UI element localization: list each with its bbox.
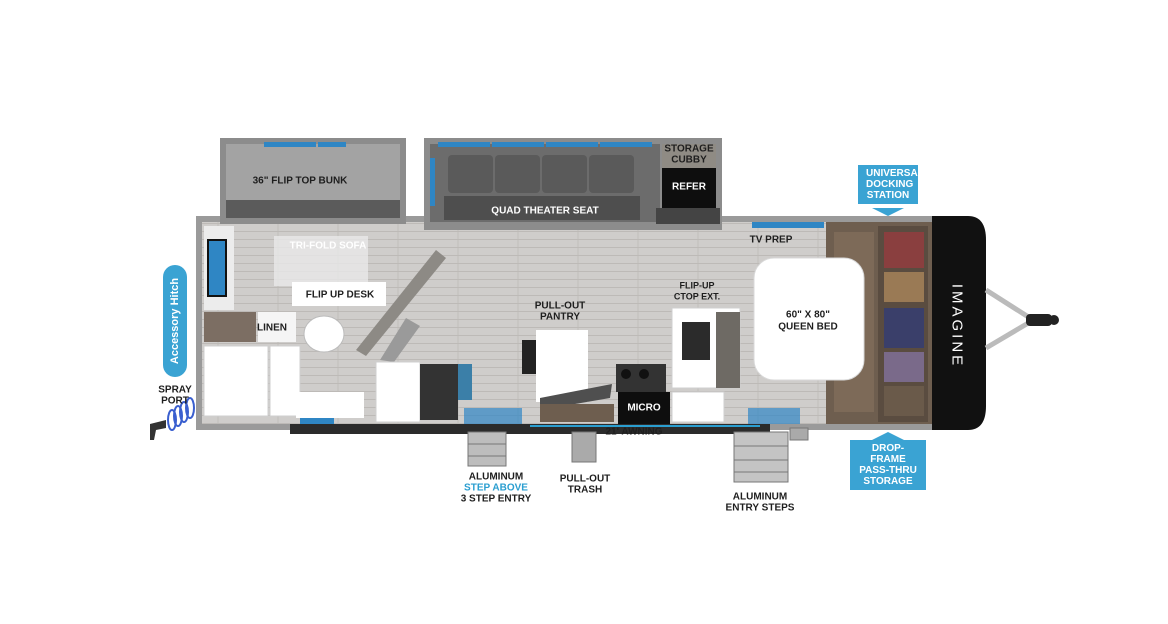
accessory-hitch-badge: Accessory Hitch <box>163 265 187 377</box>
pantry <box>536 330 588 402</box>
step-entry-label-3: 3 Step Entry <box>460 493 532 505</box>
pull-out-trash-label-1: Pull-Out <box>559 473 611 485</box>
queen-bed-label-1: 60" x 80" <box>786 309 830 321</box>
microwave <box>618 392 670 424</box>
queen-bed-label-2: Queen Bed <box>778 321 838 333</box>
micro-label: Micro <box>627 402 661 414</box>
refer-label: Refer <box>672 181 706 193</box>
spray-nozzle <box>150 420 166 440</box>
storage-cubby-label-2: Cubby <box>671 154 707 166</box>
entry-steps-label-2: Entry Steps <box>725 502 795 514</box>
storage-cubby <box>662 144 716 168</box>
linen-label: Linen <box>257 322 287 334</box>
flip-top-bunk-label: 36" Flip Top Bunk <box>252 175 348 187</box>
quad-theater-seat-label: Quad Theater Seat <box>491 205 599 217</box>
aluminum-entry-steps <box>733 427 809 483</box>
awning-label: 21' Awning <box>605 426 663 438</box>
spray-port-label-1: Spray <box>158 384 192 396</box>
flip-up-desk-label: Flip Up Desk <box>305 289 375 301</box>
universal-docking-station-badge: Universal Docking Station <box>858 165 924 204</box>
step-entry-label-2: Step Above <box>464 482 528 494</box>
tri-fold-sofa-label: Tri-Fold Sofa <box>289 240 367 252</box>
galley <box>375 307 800 426</box>
pull-out-pantry-label-2: Pantry <box>540 311 580 323</box>
flip-up-ctop-label-2: Ctop Ext. <box>673 291 721 302</box>
tv-prep-window <box>752 222 824 228</box>
drop-frame-storage-badge: Drop-Frame Pass-Thru Storage <box>850 440 926 490</box>
imagine-logo: IMAGINE <box>948 283 966 369</box>
spray-port-hose <box>167 397 195 431</box>
queen-bed <box>753 257 865 381</box>
a-frame-bottom <box>984 319 1032 351</box>
entry-steps-label-1: Aluminum <box>732 491 788 503</box>
pull-out-trash-label-2: Trash <box>567 484 603 496</box>
flip-up-ctop-label-1: Flip-Up <box>679 280 715 291</box>
pull-out-pantry-label-1: Pull-Out <box>534 300 586 312</box>
coupler <box>1026 314 1052 326</box>
step-above-entry <box>467 431 507 467</box>
desk-angle <box>356 250 446 356</box>
spray-port-label-2: Port <box>161 395 189 407</box>
pull-out-trash <box>571 431 597 463</box>
refrigerator <box>662 168 716 208</box>
a-frame-top <box>984 287 1032 321</box>
front-cap <box>932 216 986 430</box>
tv-prep-label: TV Prep <box>749 234 793 246</box>
step-entry-label-1: Aluminum <box>468 471 524 483</box>
theater-slide <box>424 138 722 230</box>
bath-area <box>203 226 386 424</box>
bunk-slide <box>220 138 406 224</box>
storage-cubby-label-1: Storage <box>664 143 714 155</box>
bedroom <box>753 222 934 424</box>
